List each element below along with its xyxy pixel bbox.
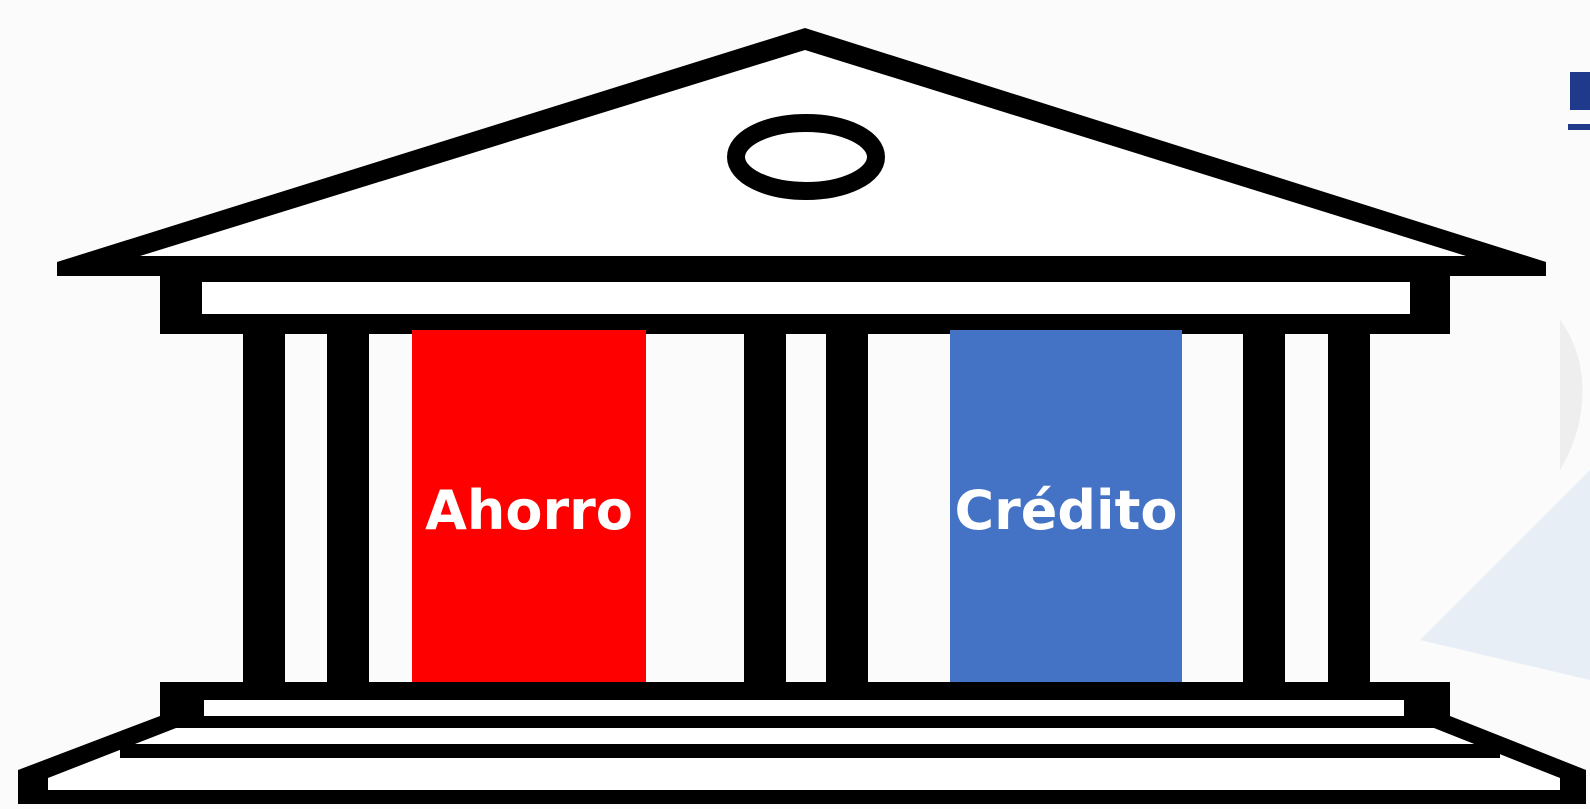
brand-logo-mark [1570,72,1590,110]
brand-logo-underline [1568,124,1590,130]
column [243,334,285,684]
brand-logo [1568,72,1590,130]
savings-pillar [412,330,646,682]
column [744,334,786,684]
pediment-ornament [727,114,885,200]
credit-pillar [950,330,1182,682]
background-accent [1560,320,1583,470]
column [1243,334,1285,684]
stylobate-inner [48,728,1560,790]
column [327,334,369,684]
column [1328,334,1370,684]
entablature-inner [202,282,1410,314]
pediment-inner [140,50,1466,256]
savings-label: Ahorro [425,479,633,542]
column [826,334,868,684]
background-accent-blue [1420,470,1590,680]
credit-label: Crédito [955,479,1178,542]
step-line [120,744,1500,758]
base-band-inner [204,700,1404,718]
